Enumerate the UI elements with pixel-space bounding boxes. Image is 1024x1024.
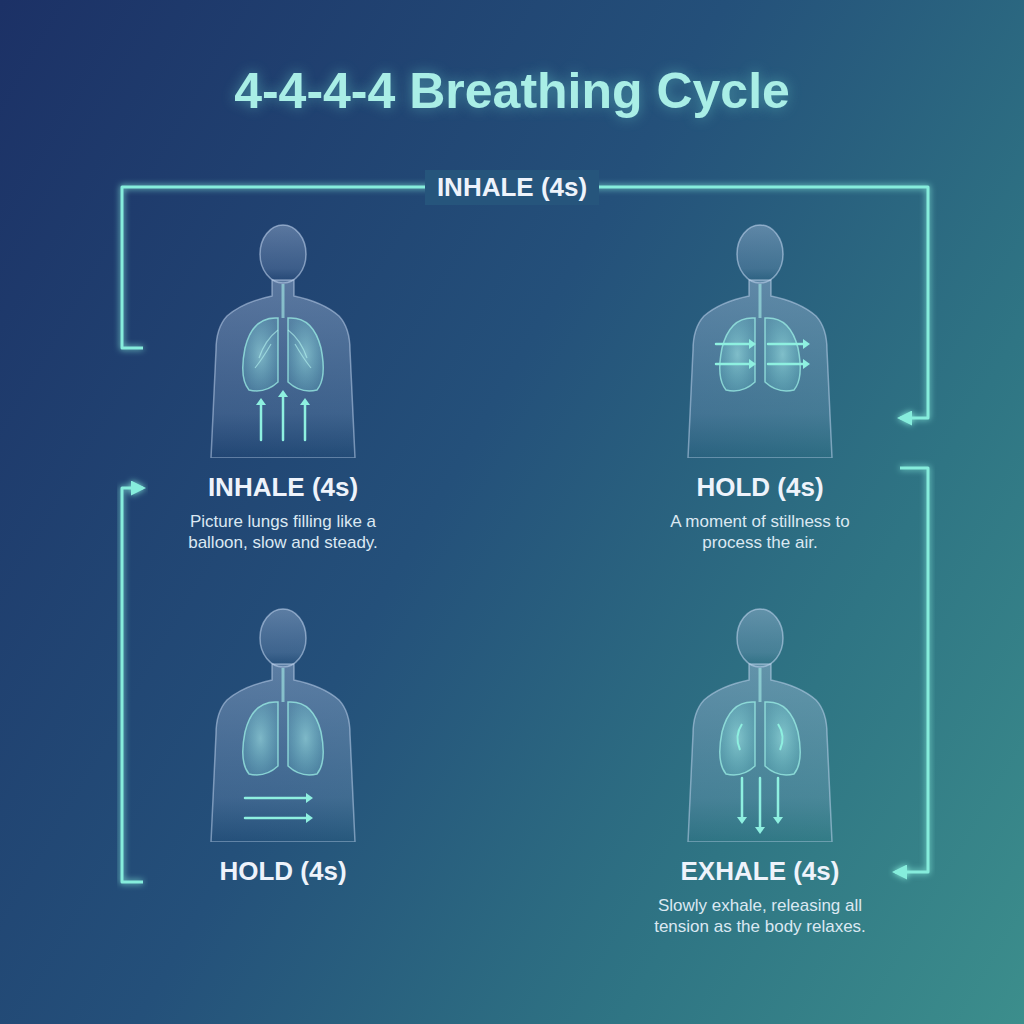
step-heading: INHALE (4s): [143, 472, 423, 503]
human-figure: [660, 218, 860, 458]
cycle-arrow: [122, 488, 143, 882]
breathing-step: EXHALE (4s) Slowly exhale, releasing all …: [625, 602, 895, 938]
step-heading: EXHALE (4s): [625, 856, 895, 887]
step-heading: HOLD (4s): [620, 472, 900, 503]
cycle-arrow: [895, 468, 928, 872]
cycle-arrow: [423, 881, 625, 884]
human-figure: [660, 602, 860, 842]
step-description: A moment of stillness to process the air…: [640, 511, 880, 554]
step-description: Slowly exhale, releasing all tension as …: [640, 895, 880, 938]
breathing-step: HOLD (4s) A moment of stillness to proces…: [620, 218, 900, 554]
step-heading: HOLD (4s): [143, 856, 423, 887]
diagram-title: 4-4-4-4 Breathing Cycle: [0, 62, 1024, 120]
step-description: Picture lungs filling like a balloon, sl…: [163, 511, 403, 554]
human-figure: [183, 602, 383, 842]
human-figure: [183, 218, 383, 458]
breathing-step: HOLD (4s): [143, 602, 423, 887]
breathing-step: INHALE (4s) Picture lungs filling like a …: [143, 218, 423, 554]
edge-label: INHALE (4s): [425, 170, 599, 205]
